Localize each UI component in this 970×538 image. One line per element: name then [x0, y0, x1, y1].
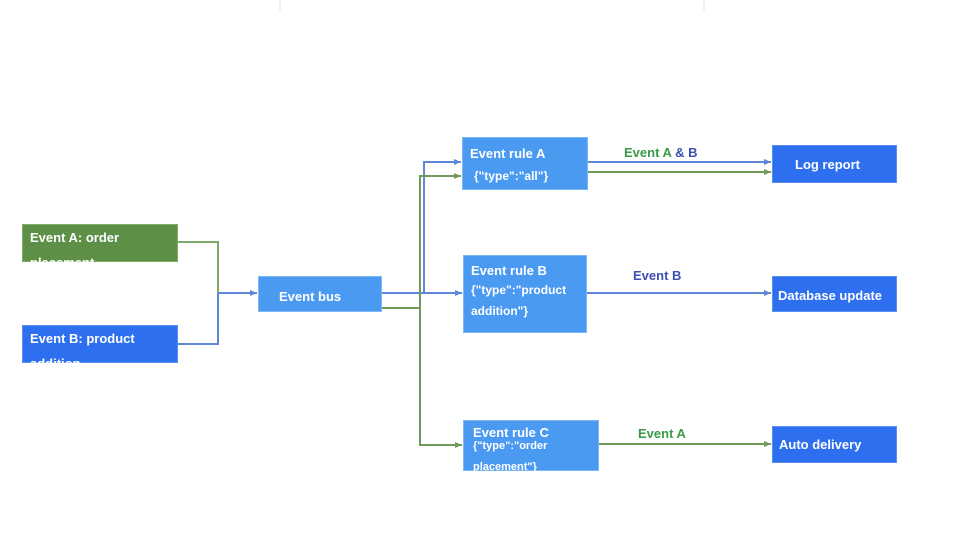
- edge-bus-to-rule-a-blue: [423, 159, 461, 293]
- log-report-label: Log report: [795, 157, 860, 172]
- event-rule-a-title: Event rule A: [470, 146, 546, 161]
- edge-bus-to-rule-c: [419, 308, 462, 448]
- event-rule-b-node: Event rule B {"type":"product addition"}: [463, 255, 587, 333]
- event-bus-label: Event bus: [279, 289, 342, 304]
- edge-event-b-to-bus: [178, 293, 219, 345]
- event-a-label: Event A: order placement: [30, 230, 120, 270]
- event-b-source: Event B: product addition: [22, 325, 178, 371]
- auto-delivery-label: Auto delivery: [779, 437, 862, 452]
- edge-label-ab-ampersand: &: [675, 145, 685, 160]
- event-rule-c-title: Event rule C: [473, 425, 549, 440]
- event-b-label: Event B: product addition: [30, 331, 135, 371]
- event-rule-a-node: Event rule A {"type":"all"}: [462, 137, 588, 190]
- auto-delivery-target: Auto delivery: [772, 426, 897, 463]
- event-rule-c-pattern: {"type":"order placement"}: [473, 440, 548, 473]
- edge-event-a-to-bus: [178, 241, 219, 293]
- edge-bus-to-rule-a-green: [419, 173, 461, 308]
- edge-label-ab-b: B: [688, 145, 698, 160]
- edge-label-event-b: Event B: [633, 268, 682, 283]
- database-update-label: Database update: [778, 288, 883, 303]
- event-rule-a-pattern: {"type":"all"}: [474, 169, 549, 183]
- edge-label-ab-event-a: Event A: [624, 145, 672, 160]
- log-report-target: Log report: [772, 145, 897, 183]
- event-bus-node: Event bus: [258, 276, 382, 312]
- edge-label-event-a: Event A: [638, 426, 686, 441]
- event-a-source: Event A: order placement: [22, 224, 178, 270]
- database-update-target: Database update: [772, 276, 897, 312]
- event-rule-b-title: Event rule B: [471, 263, 547, 278]
- event-rule-b-pattern: {"type":"product addition"}: [471, 283, 567, 318]
- event-rule-c-node: Event rule C {"type":"order placement"}: [463, 420, 599, 473]
- edge-label-event-a-and-b: Event A & B: [624, 145, 697, 161]
